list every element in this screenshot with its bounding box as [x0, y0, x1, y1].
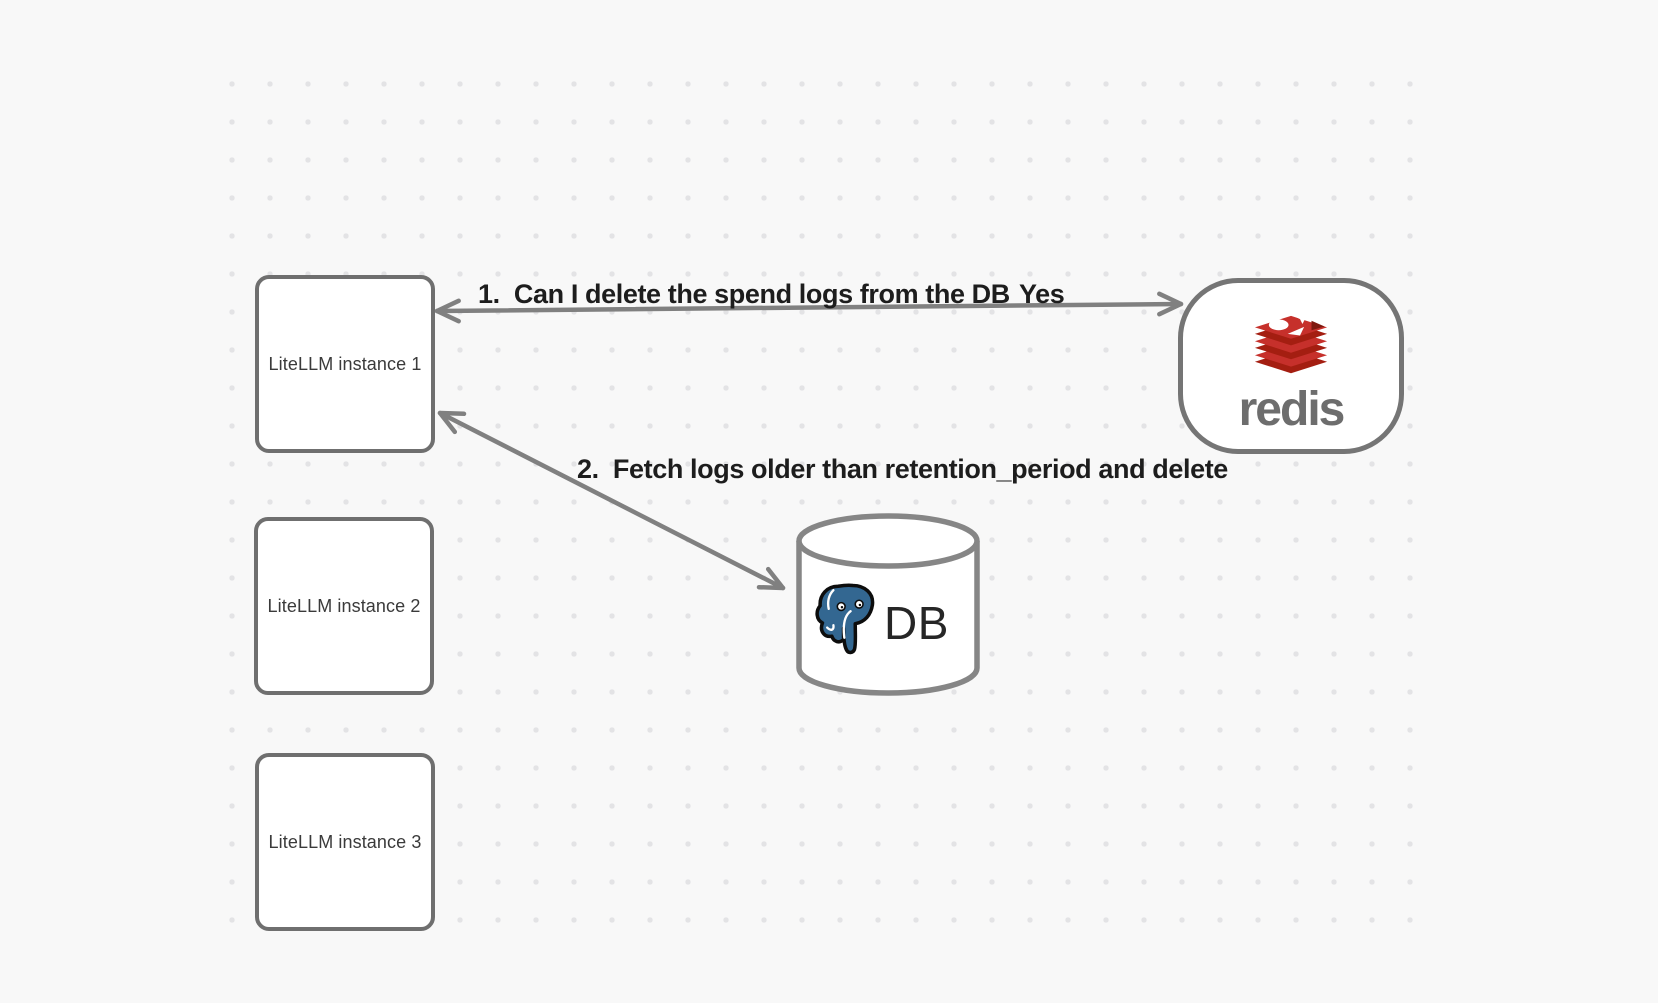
postgres-elephant-icon	[815, 583, 875, 655]
arrow-instance1-to-db[interactable]	[437, 410, 786, 591]
node-label: LiteLLM instance 1	[268, 353, 422, 374]
node-litellm-instance-2[interactable]: LiteLLM instance 2	[254, 517, 434, 695]
edge-label-delete-question[interactable]: 1. Can I delete the spend logs from the …	[478, 279, 1010, 309]
edge-label-fetch-delete[interactable]: 2. Fetch logs older than retention_perio…	[577, 454, 1228, 484]
db-cylinder-shape	[796, 513, 980, 696]
redis-logo-icon	[1254, 309, 1328, 374]
redis-wordmark: redis	[1238, 383, 1346, 436]
db-label: DB	[884, 597, 949, 649]
node-label: LiteLLM instance 3	[268, 831, 422, 852]
node-litellm-instance-3[interactable]: LiteLLM instance 3	[255, 753, 435, 931]
edge-label-yes-answer[interactable]: Yes	[1019, 279, 1065, 309]
node-litellm-instance-1[interactable]: LiteLLM instance 1	[255, 275, 435, 453]
node-redis[interactable]: redis	[1178, 278, 1404, 454]
node-label: LiteLLM instance 2	[267, 595, 421, 616]
node-db-cylinder[interactable]: DB	[794, 512, 982, 698]
arrow-redis-to-instance1[interactable]	[434, 291, 1184, 324]
